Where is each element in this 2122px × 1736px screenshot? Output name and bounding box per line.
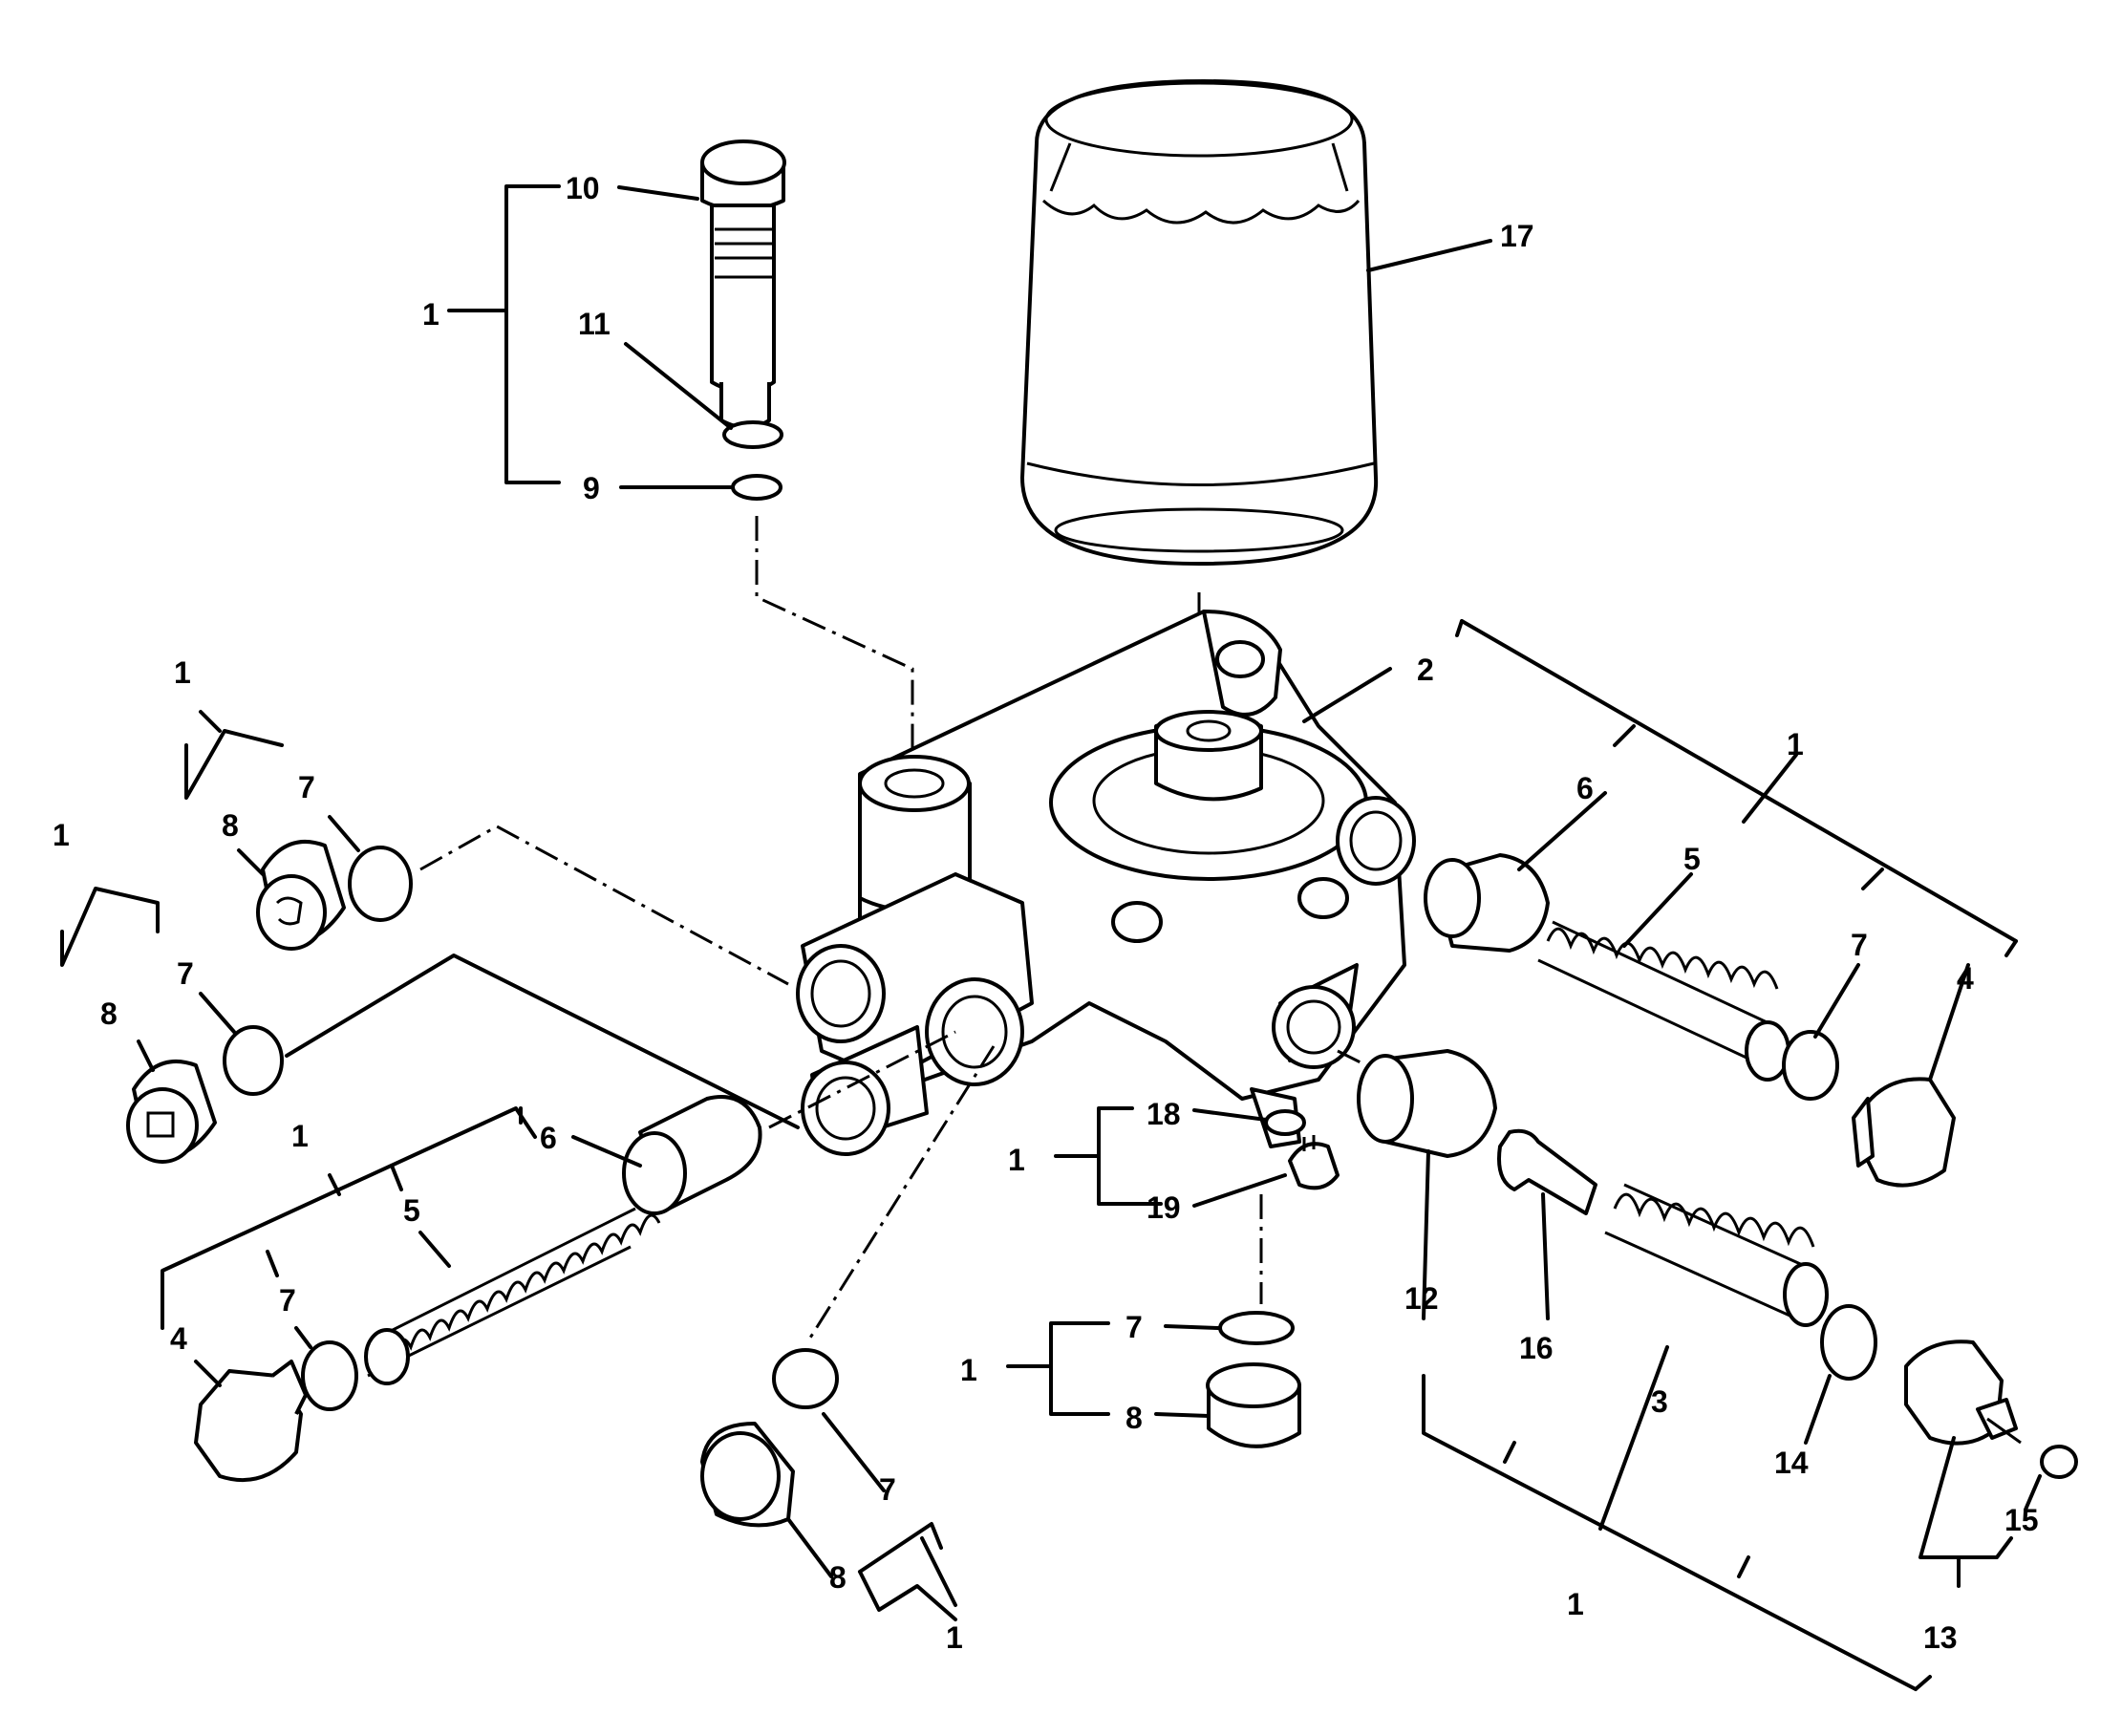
callout-5-right: 5 (1683, 842, 1701, 876)
callout-7-bottom: 7 (879, 1472, 896, 1507)
callout-8-upper-left: 8 (222, 808, 239, 843)
callout-7-left: 7 (279, 1283, 296, 1318)
callout-18: 18 (1147, 1097, 1181, 1131)
callout-1-bottom: 1 (946, 1620, 963, 1655)
pin-16 (1497, 1128, 1597, 1215)
o-ring-11 (722, 420, 783, 449)
spring-5-right (1537, 920, 1790, 1082)
callout-7-lower-left: 7 (177, 956, 194, 991)
callout-6-left: 6 (540, 1121, 557, 1155)
valve-piston-6-right (1424, 853, 1550, 953)
callout-10: 10 (566, 171, 600, 205)
callout-14: 14 (1774, 1446, 1809, 1480)
plug-8-upper-left (256, 839, 346, 951)
callout-2: 2 (1417, 653, 1434, 687)
spring-3 (1604, 1183, 1829, 1327)
o-ring-7-center (1218, 1311, 1295, 1345)
nut-15 (2040, 1445, 2078, 1479)
plug-4-left (194, 1360, 308, 1483)
callout-19: 19 (1147, 1190, 1181, 1225)
switch-19 (1288, 1135, 1340, 1190)
callout-13: 13 (1923, 1620, 1958, 1655)
plug-8-bottom (700, 1422, 795, 1528)
callout-4-right: 4 (1957, 961, 1974, 996)
plug-8-center (1206, 1362, 1301, 1448)
plug-4-right (1852, 1077, 1956, 1188)
callout-1-bottom-center: 1 (960, 1353, 977, 1387)
callout-7-bottom-center: 7 (1125, 1310, 1143, 1344)
sensor-plug-13 (1904, 1340, 2022, 1446)
valve-piston-6-left (622, 1095, 762, 1215)
callout-3: 3 (1651, 1384, 1668, 1419)
callout-8-lower-left: 8 (100, 997, 118, 1031)
callout-8-bottom-center: 8 (1125, 1401, 1143, 1435)
callout-15: 15 (2004, 1503, 2039, 1537)
callout-11: 11 (578, 307, 611, 341)
callout-7-right: 7 (1851, 928, 1868, 962)
washer-18 (1264, 1109, 1306, 1136)
callout-1-bottom-right: 1 (1567, 1587, 1584, 1621)
callout-1-lower-left: 1 (53, 818, 70, 852)
o-ring-7-left-spring (301, 1340, 358, 1411)
sleeve-12 (1357, 1049, 1497, 1158)
o-ring-7-lower-left (223, 1025, 284, 1096)
callout-1-upper-left: 1 (174, 655, 191, 690)
o-ring-9 (731, 474, 782, 501)
callout-1-middle: 1 (1008, 1143, 1025, 1177)
plug-8-lower-left (126, 1059, 217, 1164)
callout-4-left: 4 (170, 1321, 187, 1356)
o-ring-7-bottom (772, 1348, 839, 1409)
relief-valve-plug (700, 139, 786, 430)
o-ring-14 (1820, 1304, 1877, 1381)
callout-7-upper-left: 7 (298, 770, 315, 804)
oil-filter-canister (1020, 79, 1379, 566)
callout-6-right: 6 (1576, 771, 1594, 805)
o-ring-7-right (1782, 1030, 1839, 1101)
callout-8-bottom: 8 (829, 1560, 847, 1595)
callout-9: 9 (583, 471, 600, 505)
callout-17: 17 (1500, 219, 1534, 253)
manifold-arm (796, 872, 1034, 1156)
callout-16: 16 (1519, 1331, 1554, 1365)
spring-5-left (364, 1207, 661, 1385)
callout-1-left-center: 1 (291, 1119, 309, 1153)
callout-12: 12 (1404, 1281, 1439, 1316)
o-ring-7-upper-left (348, 846, 413, 922)
callout-5-left: 5 (403, 1193, 420, 1228)
callout-1-right: 1 (1787, 727, 1804, 761)
callout-1-top: 1 (422, 297, 439, 332)
